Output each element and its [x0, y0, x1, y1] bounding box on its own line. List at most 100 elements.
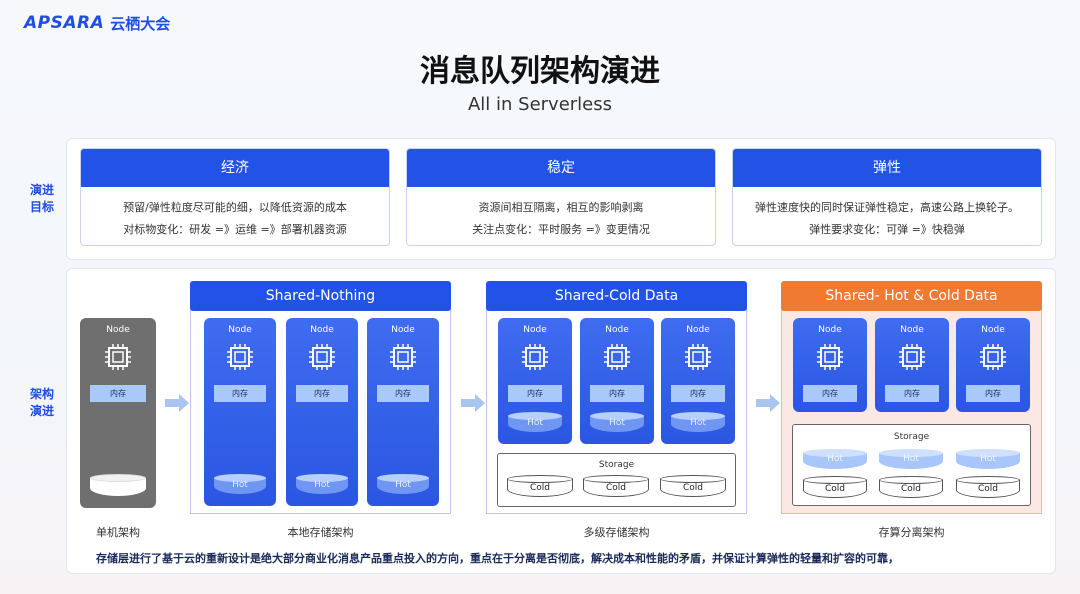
disk-icon: Cold [507, 475, 573, 497]
right-arrow-icon [461, 394, 485, 412]
caption-shared-cold: 多级存储架构 [583, 526, 650, 539]
disk-label: Cold [900, 484, 921, 494]
disk-top [803, 449, 867, 457]
disk-side [508, 416, 562, 432]
disk-label: Hot [980, 454, 996, 464]
disk-icon: Hot [377, 474, 429, 494]
disk-top [296, 474, 348, 482]
right-arrow-icon [165, 394, 189, 412]
node-label: Node [900, 325, 924, 335]
memory-block: 内存 [214, 385, 266, 402]
storage-label: Storage [893, 432, 930, 442]
goal-line: 关注点变化：平时服务 =》变更情况 [472, 223, 650, 236]
disk-label: Hot [690, 418, 706, 428]
disk-icon: Hot [956, 449, 1020, 469]
disk-side [660, 479, 726, 497]
disk-icon: Cold [879, 476, 943, 498]
goal-line: 弹性速度快的同时保证弹性稳定，高速公路上换轮子。 [755, 201, 1019, 214]
goals-side-label-line1: 演进 [29, 183, 54, 197]
disk-label: Hot [609, 418, 625, 428]
disk-label: Hot [903, 454, 919, 464]
right-arrow-icon [756, 394, 780, 412]
cpu-chip-icon [389, 343, 417, 371]
disk-label: Hot [527, 418, 543, 428]
goal-card-economy: 经济 预留/弹性粒度尽可能的细，以降低资源的成本 对标物变化：研发 =》运维 =… [80, 148, 390, 246]
goals-side-label: 演进 目标 [22, 182, 62, 216]
disk-label: Cold [977, 484, 998, 494]
node-label: Node [106, 325, 130, 335]
cpu-chip-icon [816, 343, 844, 371]
shared-hot-cold-title: Shared- Hot & Cold Data [781, 281, 1042, 311]
disk-top [590, 412, 644, 420]
disk-icon: Hot [671, 412, 725, 432]
cpu-chip-icon [226, 343, 254, 371]
disk-icon: Hot [508, 412, 562, 432]
node-label: Node [523, 325, 547, 335]
arch-side-label: 架构 演进 [22, 386, 62, 420]
goal-line: 对标物变化：研发 =》运维 =》部署机器资源 [123, 223, 347, 236]
memory-block: 内存 [885, 385, 939, 402]
disk-icon: Cold [660, 475, 726, 497]
disk-top [803, 476, 867, 484]
disk-icon [90, 474, 146, 496]
goal-line: 预留/弹性粒度尽可能的细，以降低资源的成本 [123, 201, 347, 214]
node-label: Node [605, 325, 629, 335]
node-label: Node [391, 325, 415, 335]
disk-top [879, 449, 943, 457]
arch-side-label-line2: 演进 [29, 404, 54, 418]
disk-top [671, 412, 725, 420]
cpu-chip-icon [979, 343, 1007, 371]
disk-icon: Hot [590, 412, 644, 432]
disk-label: Cold [529, 483, 550, 493]
memory-block: 内存 [90, 385, 146, 402]
disk-side [956, 480, 1020, 498]
disk-label: Cold [605, 483, 626, 493]
compute-node: Node 内存 [875, 318, 949, 412]
cpu-chip-icon [603, 343, 631, 371]
disk-side [377, 478, 429, 494]
disk-side [803, 453, 867, 469]
disk-label: Hot [314, 480, 330, 490]
disk-label: Hot [232, 480, 248, 490]
shared-cold-title: Shared-Cold Data [486, 281, 747, 311]
cpu-chip-icon [684, 343, 712, 371]
disk-label: Cold [682, 483, 703, 493]
goal-title: 稳定 [407, 149, 715, 187]
cpu-chip-icon [521, 343, 549, 371]
disk-icon: Cold [956, 476, 1020, 498]
disk-side [296, 478, 348, 494]
cpu-chip-icon [105, 344, 131, 370]
single-node: Node 内存 [80, 318, 156, 508]
disk-top [956, 476, 1020, 484]
logo-event: 云栖大会 [110, 14, 171, 33]
node-label: Node [228, 325, 252, 335]
goal-card-stability: 稳定 资源间相互隔离，相互的影响剥离 关注点变化：平时服务 =》变更情况 [406, 148, 716, 246]
disk-label: Hot [395, 480, 411, 490]
caption-shared-hot-cold: 存算分离架构 [878, 526, 945, 539]
disk-side [879, 453, 943, 469]
shared-nothing-title: Shared-Nothing [190, 281, 451, 311]
arch-side-label-line1: 架构 [29, 387, 54, 401]
disk-top [583, 475, 649, 483]
disk-label: Cold [824, 484, 845, 494]
disk-side [583, 479, 649, 497]
cpu-chip-icon [308, 343, 336, 371]
disk-side [214, 478, 266, 494]
goal-title: 经济 [81, 149, 389, 187]
logo: APSARA 云栖大会 [24, 12, 170, 34]
node-label: Node [981, 325, 1005, 335]
disk-top [956, 449, 1020, 457]
disk-side [590, 416, 644, 432]
memory-block: 内存 [590, 385, 644, 402]
goal-line: 弹性要求变化：可弹 =》快稳弹 [809, 223, 965, 236]
disk-icon: Hot [296, 474, 348, 494]
disk-top [879, 476, 943, 484]
caption-single: 单机架构 [96, 526, 140, 539]
disk-icon: Hot [879, 449, 943, 469]
disk-top [660, 475, 726, 483]
page-subtitle: All in Serverless [467, 94, 613, 115]
disk-top [508, 412, 562, 420]
disk-side [956, 453, 1020, 469]
